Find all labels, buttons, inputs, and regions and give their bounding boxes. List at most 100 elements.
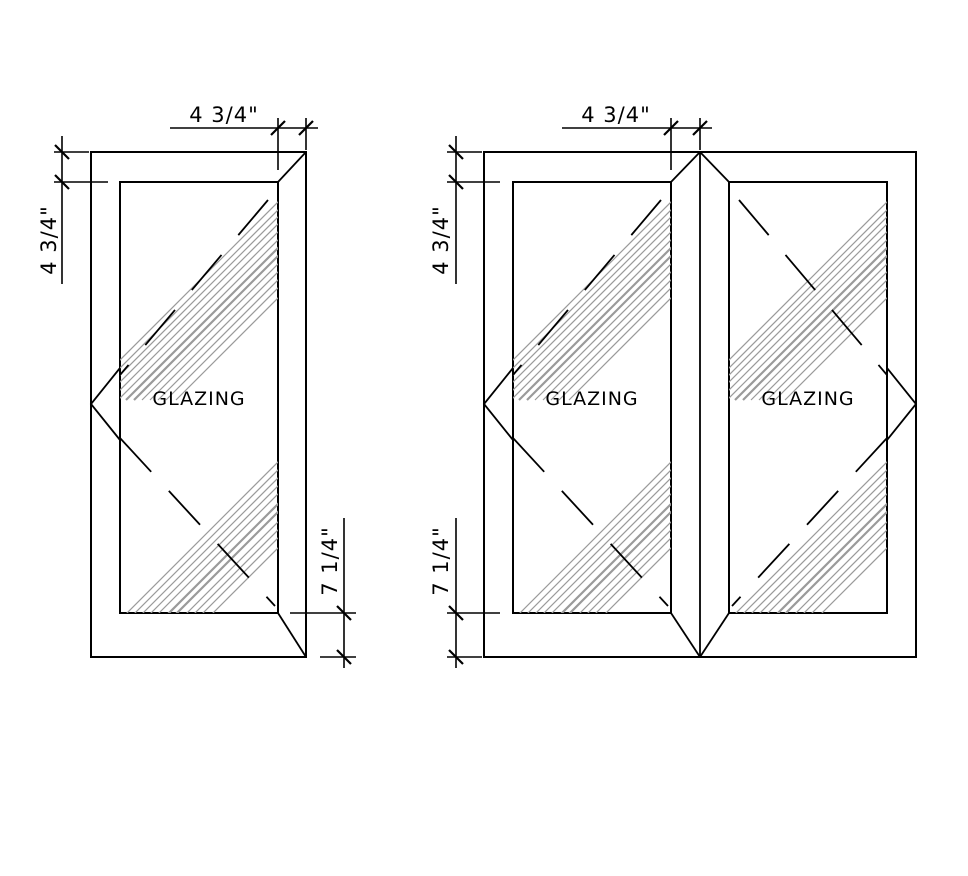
glazing-hatch-line [120,209,278,369]
glazing-hatch-line [568,510,671,613]
dimension-stile-width: 4 3/4" [170,103,318,170]
glazing-hatch-line [513,231,671,391]
glazing-hatch-line [729,231,887,391]
glazing-hatch-line [742,254,887,401]
glazing-hatch-line [550,279,671,401]
glazing-hatch-line [743,469,887,613]
mullion-line [670,612,701,658]
glazing-hatch-line [142,477,278,613]
glazing-hatch-line [811,537,887,613]
glazing-hatch [120,201,278,613]
mullion-line [699,612,730,658]
glazing-hatch-line [535,477,671,613]
double-door: GLAZING GLAZING 4 3/4" 4 3/4" 7 [429,103,918,668]
glazing-hatch-line [157,279,278,401]
glazing-hatch-line [175,297,278,401]
glazing-hatch-line [158,493,278,613]
svg-text:4 3/4": 4 3/4" [429,205,453,275]
swing-hidden-line [738,199,888,376]
dimension-bottom-rail: 7 1/4" [429,518,500,668]
glazing-hatch-line [120,231,278,391]
corner-miter-line [277,612,307,658]
glazing-hatch-line [186,521,278,613]
dimension-mullion-width: 4 3/4" [562,103,712,170]
glazing-hatch-line [587,529,671,613]
glazing-hatch-line [202,537,278,613]
glazing-hatch-line [167,502,278,613]
glazing-hatch-line [165,287,278,401]
glazing-hatch-line [526,254,671,401]
glazing-hatch-line [558,287,671,401]
glazing-hatch [729,201,887,613]
glazing-hatch-line [774,287,887,401]
glazing-hatch-line [134,469,278,613]
glazing-hatch-line [534,263,671,401]
svg-text:7 1/4": 7 1/4" [318,526,342,596]
glazing-hatch-line [133,254,278,401]
glazing-hatch-line [784,510,887,613]
glazing-hatch-line [729,223,887,383]
glazing-hatch-line [513,201,671,361]
mullion-line [699,151,730,183]
svg-text:7 1/4": 7 1/4" [429,526,453,596]
glazing-hatch-line [518,246,671,401]
mullion-line [670,151,701,183]
swing-hidden-line [119,437,276,607]
glazing-hatch-line [551,493,671,613]
glazing-hatch-line [120,201,278,361]
glazing-hatch-line [175,510,278,613]
glazing-hatch-line [120,239,278,399]
glazing-hatch-line [194,529,278,613]
glazing-hatch-line [729,216,887,376]
dimension-top-rail: 4 3/4" [429,136,500,284]
glazing-hatch-line [734,246,887,401]
glazing-hatch-line [149,271,278,401]
glazing-hatch-line [579,521,671,613]
glazing-hatch-line [513,216,671,376]
glazing-hatch-line [126,461,278,613]
glazing-label-right: GLAZING [761,388,854,410]
glazing-hatch-line [543,485,671,613]
glazing-hatch-line [758,271,887,401]
glazing-hatch-line [513,223,671,383]
glazing-hatch-line [120,223,278,383]
glazing-hatch-line [568,297,671,401]
glazing-hatch-line [125,246,278,401]
glazing-label-left: GLAZING [545,388,638,410]
glazing-hatch-line [767,493,887,613]
swing-hidden-line [119,199,269,376]
glazing-hatch-line [513,239,671,399]
glazing-hatch-line [751,477,887,613]
dimension-top-rail: 4 3/4" [37,136,108,284]
glazing-hatch-line [750,263,887,401]
glazing-hatch-line [795,521,887,613]
glazing-hatch-line [735,461,887,613]
glazing-hatch-line [776,502,887,613]
swing-hidden-line [512,199,662,376]
glazing-hatch-line [527,469,671,613]
glazing-hatch-line [513,209,671,369]
svg-text:4 3/4": 4 3/4" [37,205,61,275]
glazing-hatch-line [150,485,278,613]
right-hinge-swing-mark [886,367,918,441]
glazing-hatch-line [141,263,278,401]
glazing-hatch-line [595,537,671,613]
glazing-hatch-line [729,239,887,399]
glazing-hatch-line [560,502,671,613]
glazing-hatch-line [519,461,671,613]
swing-hidden-line [731,437,888,607]
single-door: GLAZING 4 3/4" 4 3/4" 7 1/4" [37,103,356,668]
swing-hidden-line [512,437,669,607]
glazing-hatch-line [766,279,887,401]
svg-text:4 3/4": 4 3/4" [189,103,259,127]
svg-text:4 3/4": 4 3/4" [581,103,651,127]
glazing-label: GLAZING [152,388,245,410]
glazing-hatch-line [803,529,887,613]
glazing-hatch-line [729,201,887,361]
glazing-hatch [513,201,671,613]
glazing-hatch-line [120,216,278,376]
glazing-hatch-line [729,209,887,369]
corner-miter-line [277,151,307,183]
left-hinge-swing-mark [482,367,514,441]
